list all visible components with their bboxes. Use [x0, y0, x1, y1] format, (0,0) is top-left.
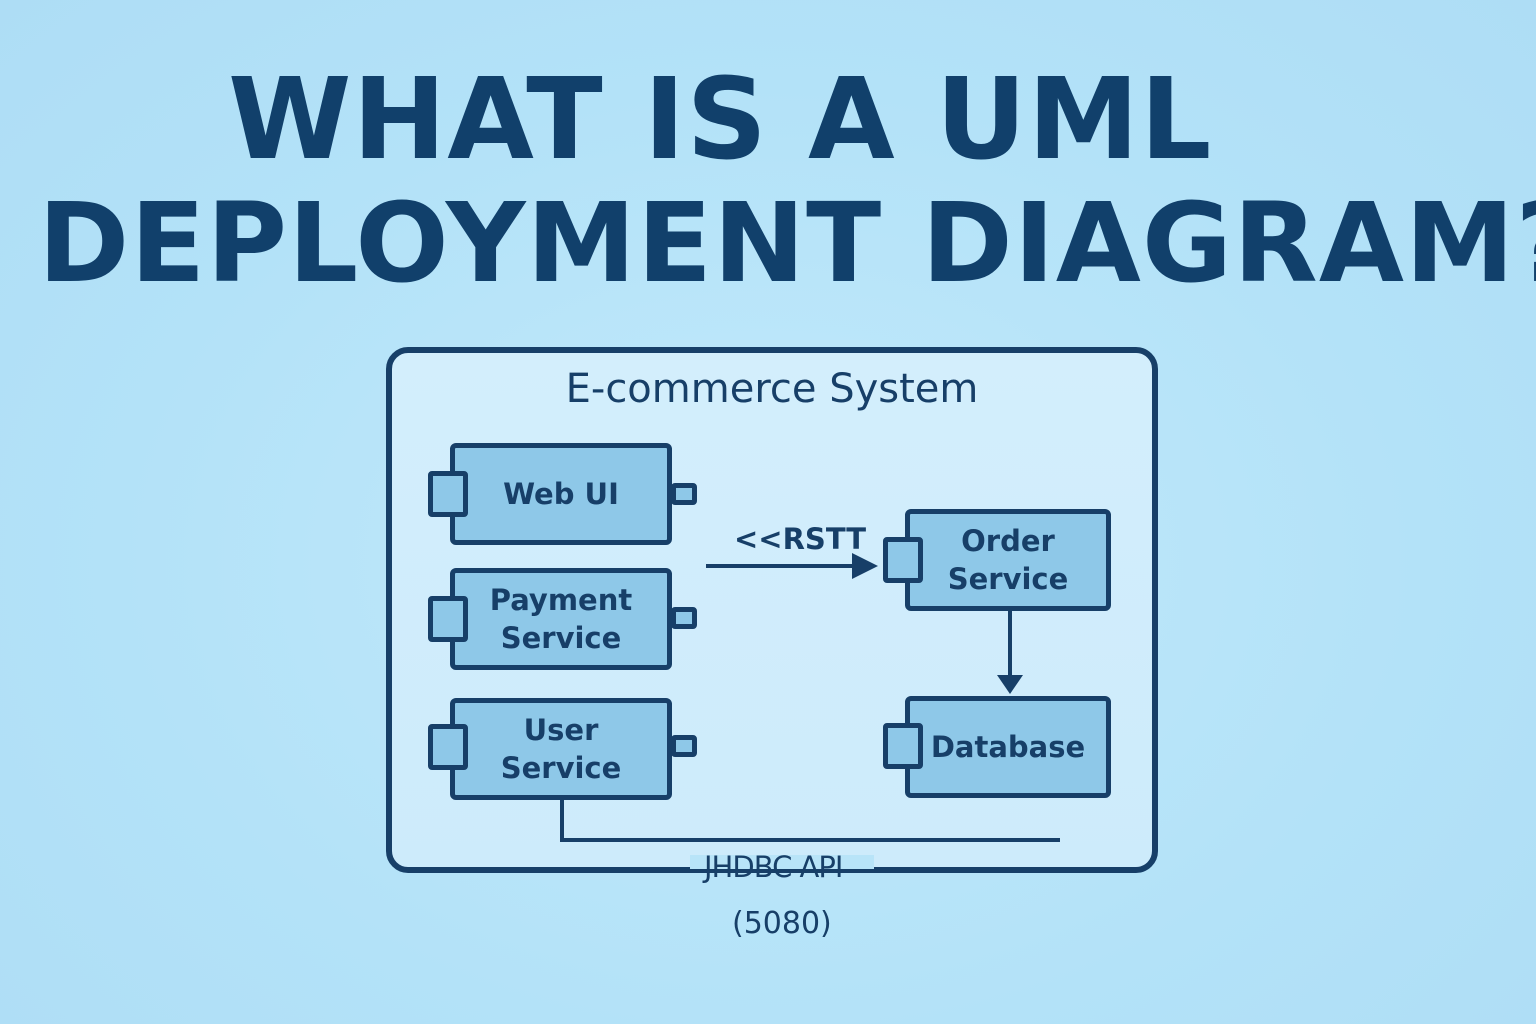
user-service-label-line-2: Service [500, 751, 622, 785]
page-title-line-2: DEPLOYMENT DIAGRAM? [38, 179, 1536, 307]
web-ui-port-right [671, 483, 697, 505]
web-ui-label: Web UI [503, 477, 619, 511]
payment-service-port-left [428, 596, 468, 642]
web-ui-component[interactable]: Web UI [450, 443, 672, 545]
port-number-label: (5080) [732, 906, 832, 941]
order-service-component[interactable]: Order Service [905, 509, 1111, 611]
system-title: E-commerce System [565, 366, 979, 412]
payment-service-label-line-1: Payment [489, 583, 633, 617]
user-service-label-line-1: User [523, 713, 599, 747]
order-db-arrowhead [997, 675, 1023, 694]
jdbc-connector-label: JHDBC API [704, 850, 843, 884]
web-ui-port-left [428, 471, 468, 517]
order-service-port-left [883, 537, 923, 583]
jdbc-label-gap [690, 855, 874, 869]
payment-service-port-right [671, 607, 697, 629]
user-service-component[interactable]: User Service [450, 698, 672, 800]
user-service-port-right [671, 735, 697, 757]
payment-service-label-line-2: Service [500, 621, 622, 655]
rest-connector-label: <<RSTT [734, 522, 867, 556]
page-title-line-1: WHAT IS A UML [228, 55, 1213, 185]
jdbc-connector-line [560, 798, 1060, 842]
database-component[interactable]: Database [905, 696, 1111, 798]
payment-service-component[interactable]: Payment Service [450, 568, 672, 670]
database-port-left [883, 723, 923, 769]
rest-arrowhead [852, 553, 878, 579]
user-service-port-left [428, 724, 468, 770]
database-label: Database [930, 730, 1086, 764]
order-service-label-line-2: Service [947, 562, 1069, 596]
order-service-label-line-1: Order [961, 524, 1055, 558]
